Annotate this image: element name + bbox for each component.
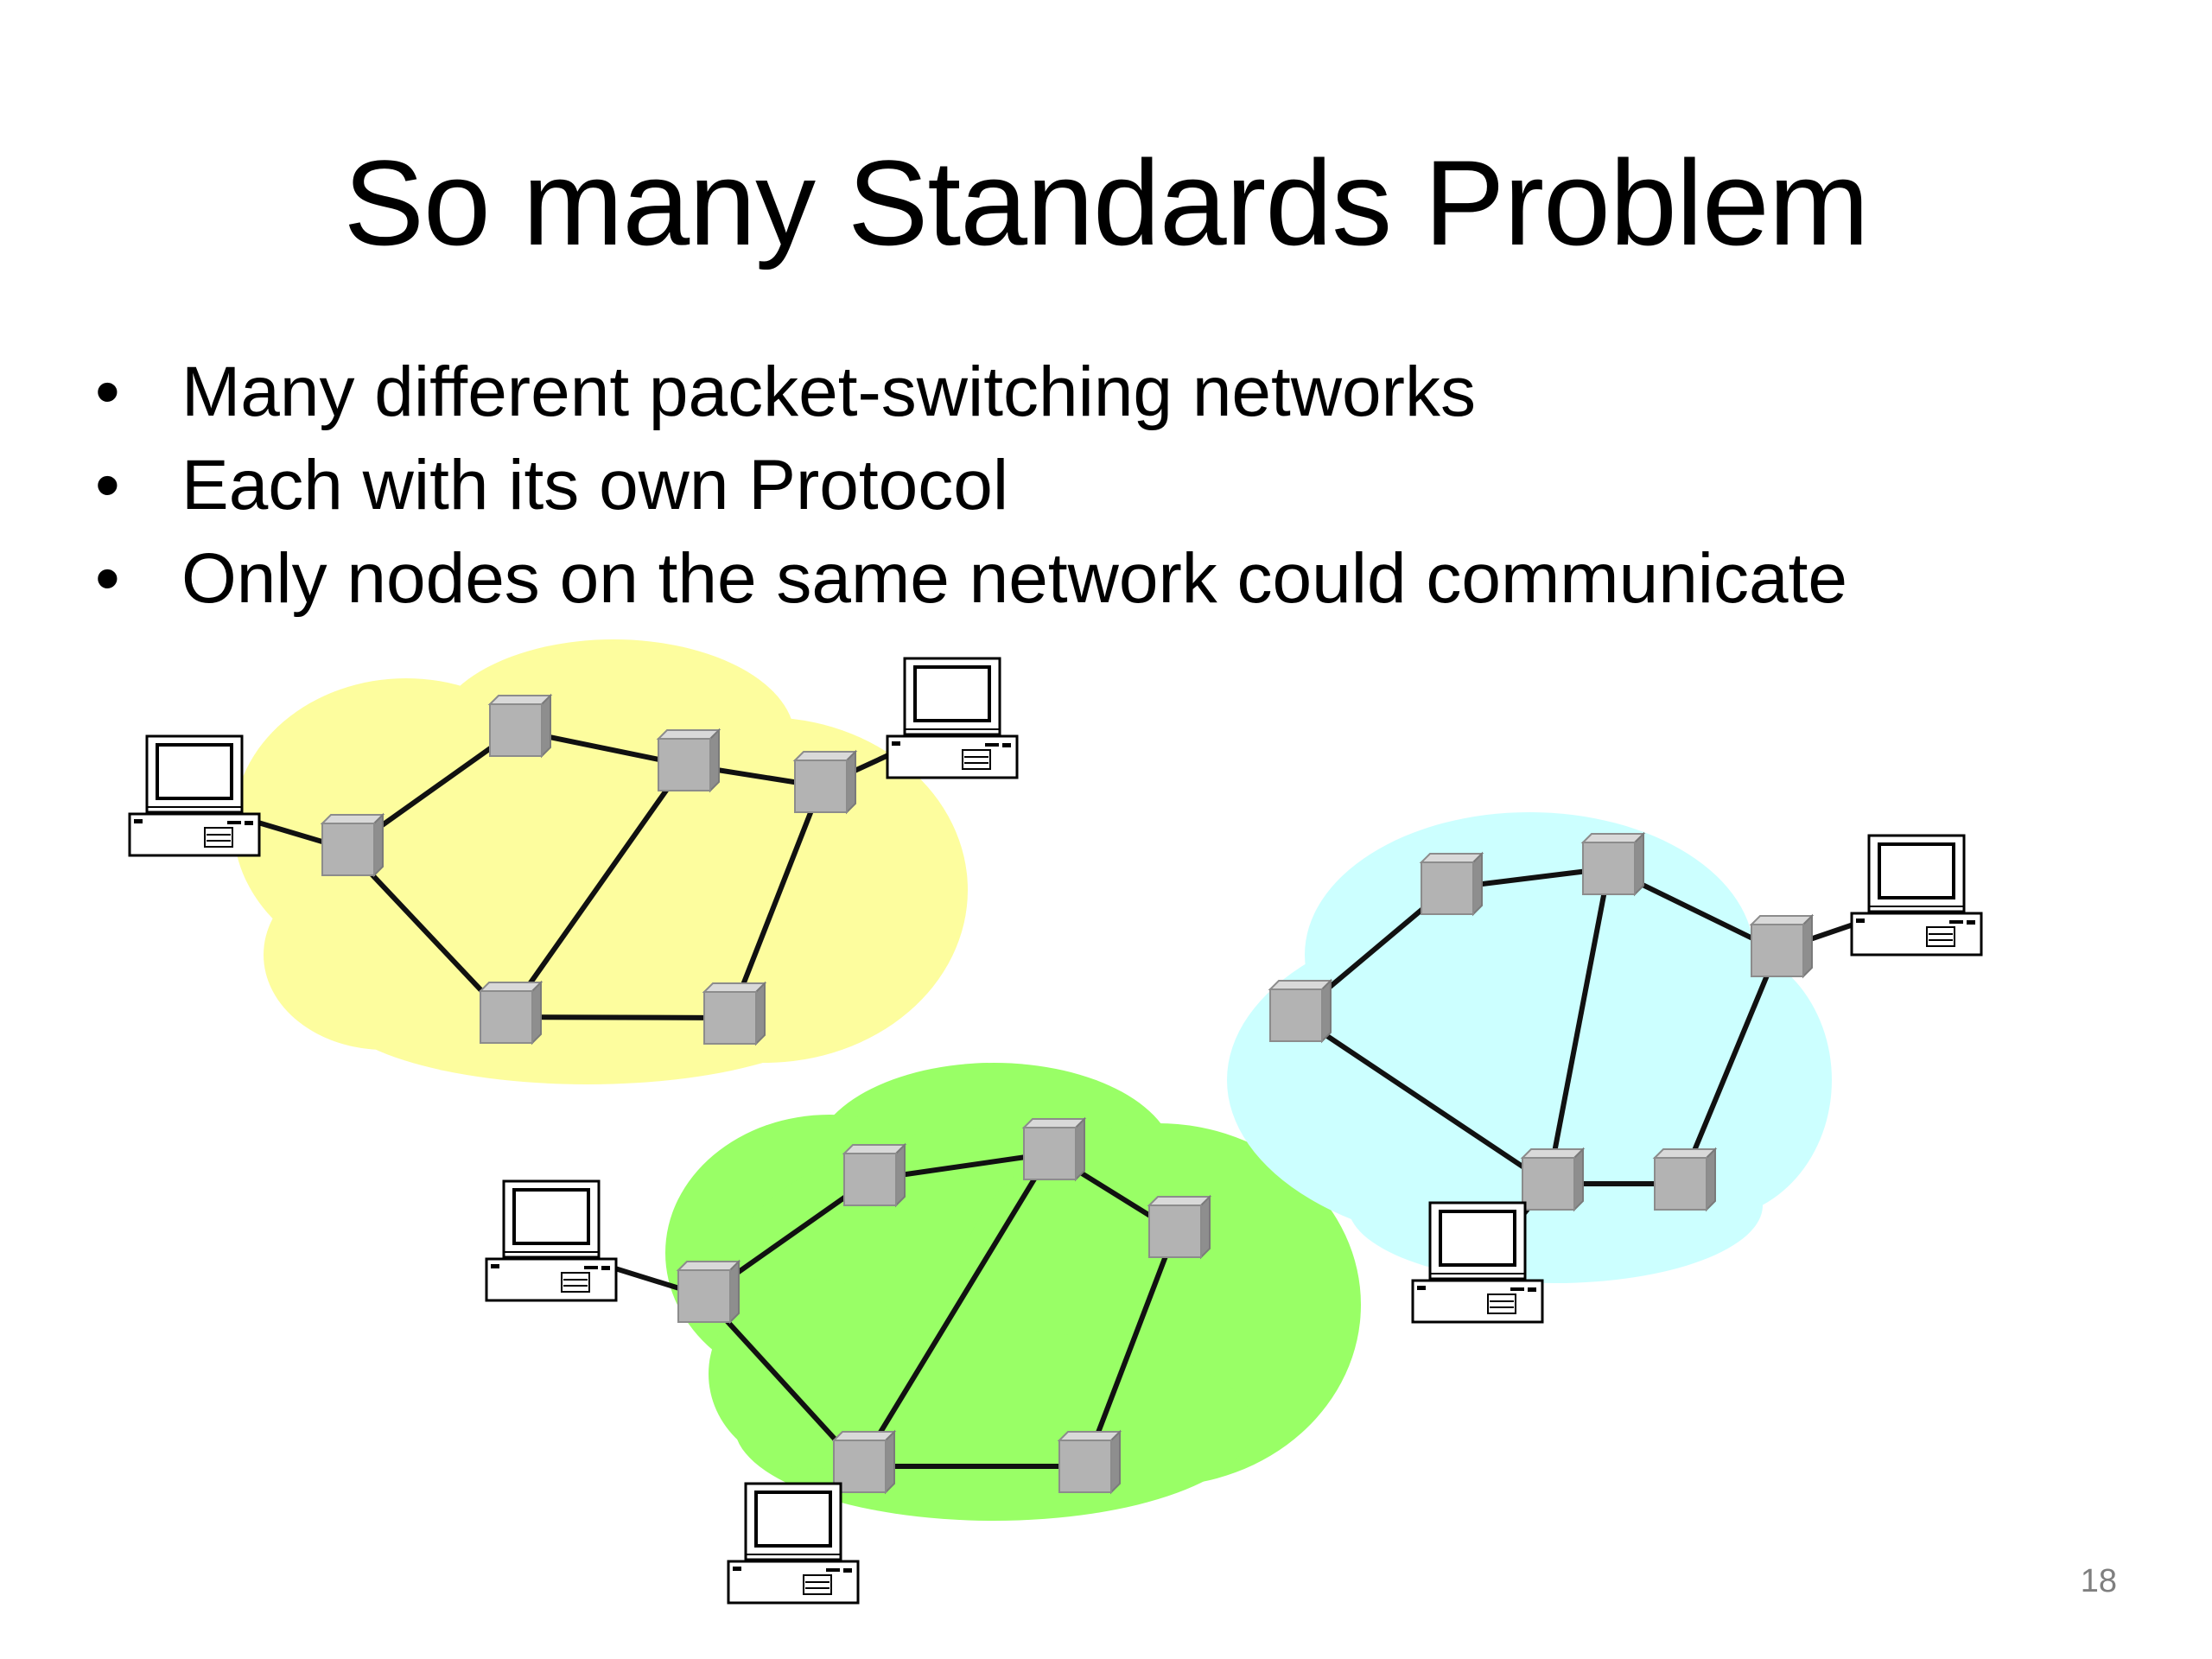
router-icon bbox=[1520, 1147, 1586, 1212]
computer-icon bbox=[128, 734, 261, 857]
page-number: 18 bbox=[2080, 1563, 2117, 1599]
slide-title: So many Standards Problem bbox=[343, 135, 1870, 270]
router-icon bbox=[1147, 1194, 1212, 1260]
network-link bbox=[728, 785, 823, 1020]
computer-icon bbox=[1411, 1201, 1544, 1324]
computer-icon bbox=[1850, 834, 1983, 957]
bullet-list: Many different packet-switching networks… bbox=[95, 346, 1847, 626]
network-link bbox=[504, 763, 687, 1019]
computer-icon bbox=[727, 1482, 860, 1605]
router-icon bbox=[1021, 1116, 1087, 1182]
router-icon bbox=[1057, 1429, 1122, 1495]
router-icon bbox=[1652, 1147, 1718, 1212]
computer-icon bbox=[485, 1179, 618, 1302]
network-link bbox=[1678, 949, 1780, 1185]
router-icon bbox=[1419, 851, 1484, 917]
network-link bbox=[1083, 1230, 1178, 1468]
router-icon bbox=[792, 749, 858, 815]
router-icon bbox=[656, 728, 721, 793]
router-icon bbox=[1580, 831, 1646, 897]
router-icon bbox=[478, 980, 543, 1046]
router-icon bbox=[1749, 913, 1815, 979]
router-icon bbox=[676, 1259, 741, 1325]
network-link bbox=[505, 1014, 731, 1020]
network-cloud bbox=[233, 639, 968, 1084]
network-link bbox=[1546, 868, 1611, 1185]
router-icon bbox=[842, 1142, 907, 1208]
network-link bbox=[702, 1294, 862, 1469]
router-icon bbox=[487, 693, 553, 759]
bullet-item: Many different packet-switching networks bbox=[95, 346, 1847, 439]
network-link bbox=[346, 847, 509, 1020]
router-icon bbox=[831, 1429, 897, 1495]
router-icon bbox=[1268, 978, 1333, 1044]
network-link bbox=[857, 1152, 1052, 1468]
computer-icon bbox=[886, 657, 1019, 779]
router-icon bbox=[702, 981, 767, 1046]
network-link bbox=[1294, 1013, 1550, 1186]
bullet-item: Each with its own Protocol bbox=[95, 439, 1847, 532]
router-icon bbox=[320, 812, 385, 878]
bullet-item: Only nodes on the same network could com… bbox=[95, 532, 1847, 626]
network-cloud bbox=[1227, 812, 1832, 1283]
